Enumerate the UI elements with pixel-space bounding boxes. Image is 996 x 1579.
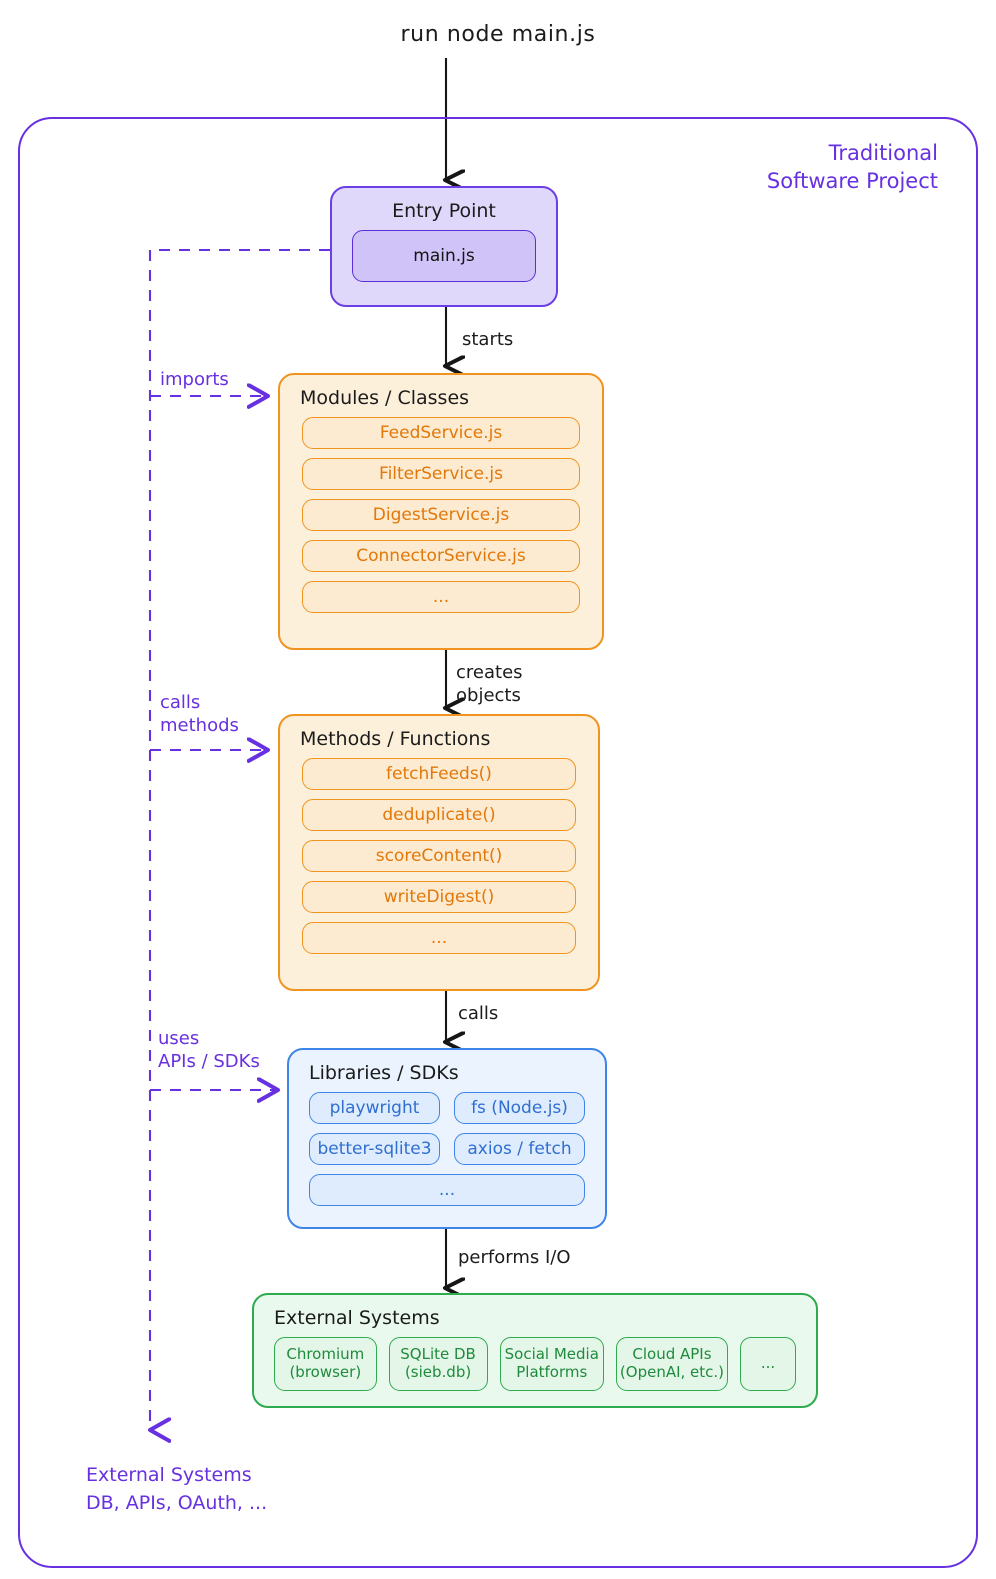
chip-connectorservice[interactable]: ConnectorService.js	[302, 540, 580, 572]
node-external-systems[interactable]: External Systems Chromium (browser) SQLi…	[252, 1293, 818, 1408]
edge-label-uses-apis-sdks: uses APIs / SDKs	[158, 1028, 260, 1072]
external-systems-title: External Systems	[274, 1307, 440, 1329]
chip-scorecontent[interactable]: scoreContent()	[302, 840, 576, 872]
chip-digestservice[interactable]: DigestService.js	[302, 499, 580, 531]
node-methods-functions[interactable]: Methods / Functions fetchFeeds() dedupli…	[278, 714, 600, 991]
project-boundary: Traditional Software Project	[18, 117, 978, 1568]
methods-title: Methods / Functions	[300, 728, 491, 750]
node-libraries-sdks[interactable]: Libraries / SDKs playwright fs (Node.js)…	[287, 1048, 607, 1229]
node-modules-classes[interactable]: Modules / Classes FeedService.js FilterS…	[278, 373, 604, 650]
edge-label-imports: imports	[160, 369, 229, 390]
bottom-external-systems-note: External Systems DB, APIs, OAuth, ...	[86, 1464, 268, 1514]
edge-label-calls-methods: calls methods	[160, 692, 239, 736]
chip-external-more[interactable]: ...	[739, 1337, 796, 1391]
chip-chromium[interactable]: Chromium (browser)	[274, 1337, 377, 1391]
entry-point-title: Entry Point	[392, 200, 496, 222]
chip-playwright[interactable]: playwright	[309, 1092, 440, 1124]
chip-writedigest[interactable]: writeDigest()	[302, 881, 576, 913]
chip-main-js[interactable]: main.js	[352, 230, 536, 282]
project-boundary-title: Traditional Software Project	[766, 141, 938, 194]
modules-title: Modules / Classes	[300, 387, 470, 409]
chip-fs-node[interactable]: fs (Node.js)	[454, 1092, 585, 1124]
edge-label-starts: starts	[462, 329, 514, 350]
chip-filterservice[interactable]: FilterService.js	[302, 458, 580, 490]
chip-deduplicate[interactable]: deduplicate()	[302, 799, 576, 831]
edge-label-creates-objects: creates objects	[456, 662, 523, 706]
chip-feedservice[interactable]: FeedService.js	[302, 417, 580, 449]
chip-libraries-more[interactable]: ...	[309, 1174, 585, 1206]
libraries-title: Libraries / SDKs	[309, 1062, 459, 1084]
chip-methods-more[interactable]: ...	[302, 922, 576, 954]
edge-label-performs-io: performs I/O	[458, 1247, 571, 1268]
command-caption: run node main.js	[400, 22, 596, 47]
chip-social-media[interactable]: Social Media Platforms	[499, 1337, 605, 1391]
chip-modules-more[interactable]: ...	[302, 581, 580, 613]
node-entry-point[interactable]: Entry Point main.js	[330, 186, 558, 307]
edge-label-calls: calls	[458, 1003, 499, 1024]
chip-cloud-apis[interactable]: Cloud APIs (OpenAI, etc.)	[616, 1337, 728, 1391]
chip-sqlite-db[interactable]: SQLite DB (sieb.db)	[388, 1337, 488, 1391]
chip-axios-fetch[interactable]: axios / fetch	[454, 1133, 585, 1165]
chip-fetchfeeds[interactable]: fetchFeeds()	[302, 758, 576, 790]
chip-better-sqlite3[interactable]: better-sqlite3	[309, 1133, 440, 1165]
